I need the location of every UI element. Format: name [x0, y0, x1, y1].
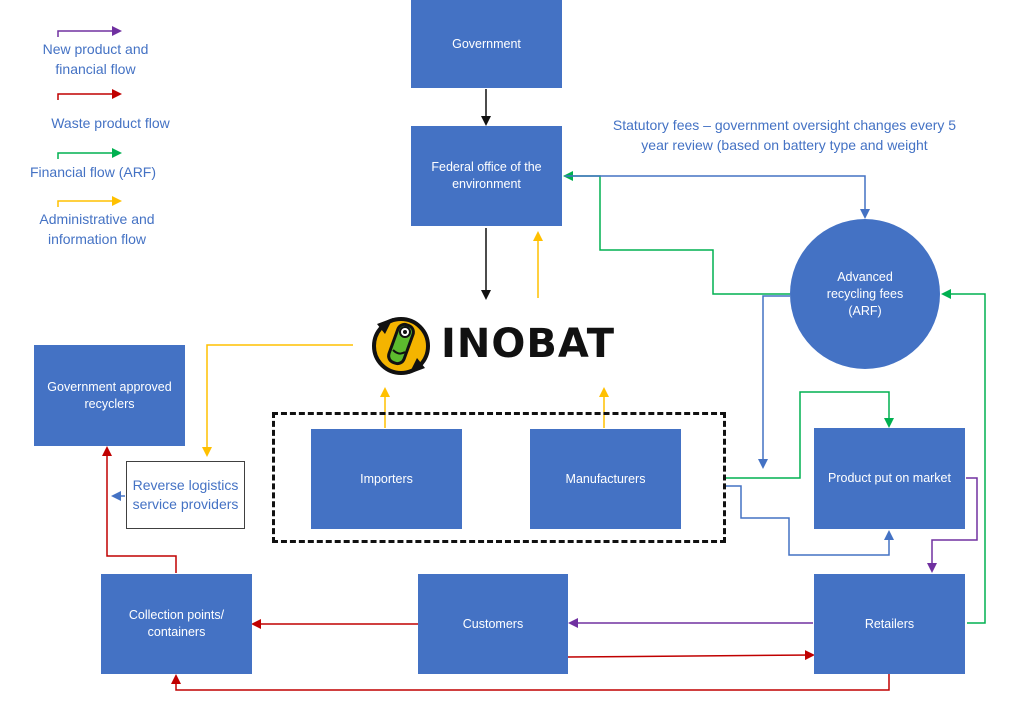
arrow-federal-to-arf — [565, 175, 870, 219]
battery-recycle-logo-icon — [372, 317, 430, 375]
arf-circle: Advanced recycling fees (ARF) — [790, 219, 940, 369]
arrow-group-to-product-market — [726, 391, 894, 479]
legend-label-new-product: New product and financial flow — [42, 41, 149, 77]
arrow-collection-to-recyclers — [102, 446, 177, 573]
collection-points-box: Collection points/ containers — [101, 574, 252, 674]
arrow-inobat-to-rlsp — [202, 344, 353, 457]
legend-label-waste: Waste product flow — [51, 115, 170, 131]
government-box: Government — [411, 0, 562, 88]
customers-box: Customers — [418, 574, 568, 674]
federal-office-box: Federal office of the environment — [411, 126, 562, 226]
statutory-fees-note: Statutory fees – government oversight ch… — [612, 117, 957, 153]
legend-line-red — [57, 89, 122, 100]
importers-box: Importers — [311, 429, 462, 529]
inobat-logo-text: INOBAT — [441, 321, 615, 367]
arrow-customers-to-retailers — [567, 650, 815, 661]
arrow-arf-to-federal — [563, 171, 790, 295]
legend-line-yellow — [57, 196, 122, 207]
arrow-arf-to-product-market — [758, 295, 790, 469]
legend-line-purple — [57, 26, 122, 37]
manufacturers-box: Manufacturers — [530, 429, 681, 529]
arrow-retailers-to-arf — [941, 289, 986, 624]
arrow-group-to-product-market-blue — [726, 485, 894, 556]
recyclers-box: Government approved recyclers — [34, 345, 185, 446]
legend-label-financial: Financial flow (ARF) — [29, 164, 157, 180]
inobat-logo: INOBAT — [355, 306, 617, 384]
arrow-retailers-to-collection — [171, 674, 890, 691]
arrow-product-market-to-retailers — [927, 477, 978, 573]
legend-line-green — [57, 148, 122, 159]
reverse-logistics-box: Reverse logistics service providers — [126, 461, 245, 529]
product-market-box: Product put on market — [814, 428, 965, 529]
retailers-box: Retailers — [814, 574, 965, 674]
legend-label-admin: Administrative and information flow — [39, 211, 155, 247]
producer-group-outline — [272, 412, 726, 543]
